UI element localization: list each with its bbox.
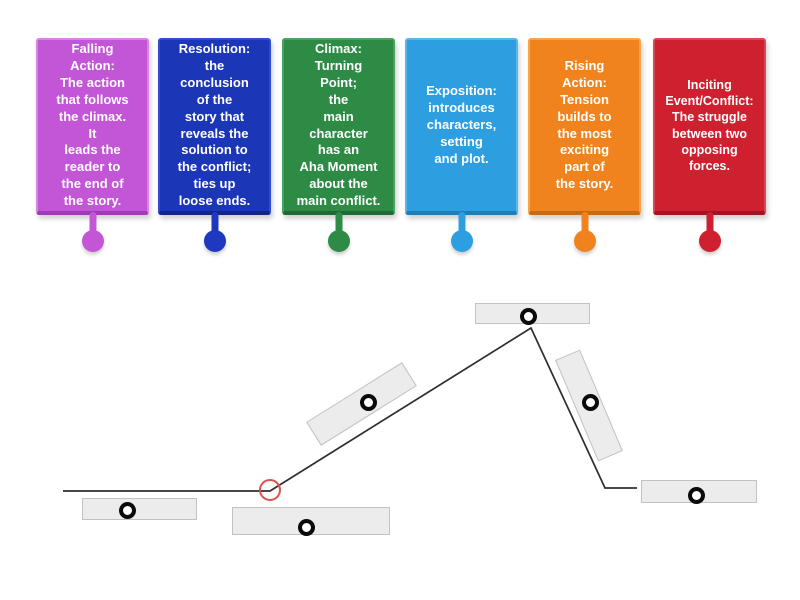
- definition-card-inciting-event[interactable]: Inciting Event/Conflict: The struggle be…: [653, 38, 766, 253]
- definition-card-rising-action[interactable]: Rising Action: Tension builds to the mos…: [528, 38, 641, 253]
- active-target-highlight-circle[interactable]: [259, 479, 281, 501]
- definition-card-falling-action[interactable]: Falling Action: The action that follows …: [36, 38, 149, 253]
- definition-card-text: Resolution: the conclusion of the story …: [158, 38, 271, 215]
- drop-slot-falling-slope-marker-icon[interactable]: [581, 393, 599, 411]
- drop-slot-peak-marker-icon[interactable]: [519, 307, 537, 325]
- card-pin-stem: [335, 212, 342, 236]
- card-pin-stem: [581, 212, 588, 236]
- definition-card-text: Exposition: introduces characters, setti…: [405, 38, 518, 215]
- card-pin-stem: [211, 212, 218, 236]
- drop-slot-rising-slope-marker-icon[interactable]: [359, 393, 377, 411]
- definition-card-text: Rising Action: Tension builds to the mos…: [528, 38, 641, 215]
- definition-card-resolution[interactable]: Resolution: the conclusion of the story …: [158, 38, 271, 253]
- definition-card-text: Inciting Event/Conflict: The struggle be…: [653, 38, 766, 215]
- definition-card-text: Climax: Turning Point; the main characte…: [282, 38, 395, 215]
- card-pin-icon: [81, 230, 104, 252]
- card-pin-icon: [450, 230, 473, 252]
- card-pin-icon: [698, 230, 721, 252]
- drop-slot-baseline-center-marker-icon[interactable]: [297, 518, 315, 536]
- definition-card-climax[interactable]: Climax: Turning Point; the main characte…: [282, 38, 395, 253]
- card-pin-stem: [89, 212, 96, 236]
- drop-slot-baseline-left-marker-icon[interactable]: [118, 501, 136, 519]
- card-pin-icon: [573, 230, 596, 252]
- definition-card-text: Falling Action: The action that follows …: [36, 38, 149, 215]
- drop-slot-baseline-right-marker-icon[interactable]: [687, 486, 705, 504]
- drop-slot-baseline-left[interactable]: [82, 498, 197, 520]
- card-pin-stem: [458, 212, 465, 236]
- card-pin-icon: [203, 230, 226, 252]
- definition-card-exposition[interactable]: Exposition: introduces characters, setti…: [405, 38, 518, 253]
- card-pin-icon: [327, 230, 350, 252]
- card-pin-stem: [706, 212, 713, 236]
